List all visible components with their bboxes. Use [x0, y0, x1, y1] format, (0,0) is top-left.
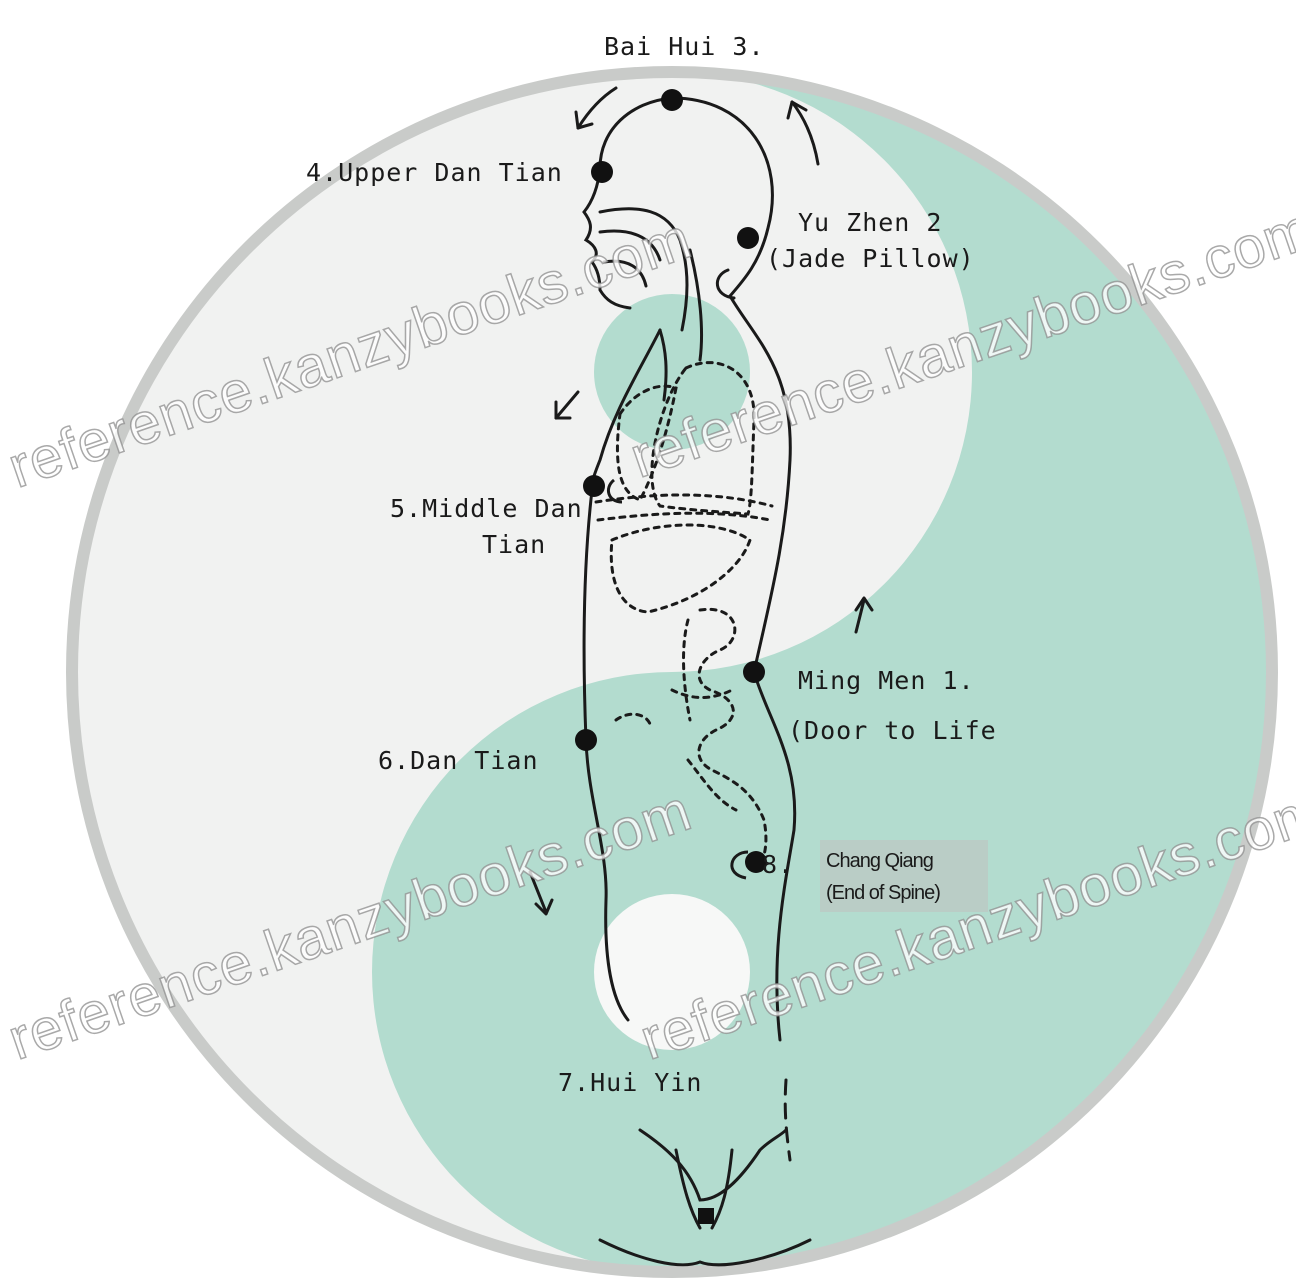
label-upper-dan-tian: 4.Upper Dan Tian — [306, 158, 563, 188]
acupoint-dot-icon — [591, 161, 613, 183]
label-dan-tian: 6.Dan Tian — [378, 746, 539, 776]
label-yu-zhen: Yu Zhen 2 — [798, 208, 942, 238]
acupoint-dot-icon — [583, 475, 605, 497]
label-end-of-spine: (End of Spine) — [826, 880, 940, 906]
acupoint-dot-icon — [698, 1208, 714, 1224]
label-bai-hui: Bai Hui 3. — [604, 32, 765, 62]
label-middle-dan-tian-cont: Tian — [482, 530, 546, 560]
label-chang-qiang-number: 8. — [762, 850, 794, 880]
acupoint-dot-icon — [743, 661, 765, 683]
label-jade-pillow: (Jade Pillow) — [766, 244, 975, 274]
label-hui-yin: 7.Hui Yin — [558, 1068, 702, 1098]
acupoint-dot-icon — [575, 729, 597, 751]
label-chang-qiang: Chang Qiang — [826, 848, 933, 874]
acupoint-dot-icon — [737, 227, 759, 249]
label-middle-dan-tian: 5.Middle Dan — [390, 494, 583, 524]
label-door-to-life: (Door to Life — [788, 716, 997, 746]
label-ming-men: Ming Men 1. — [798, 666, 975, 696]
acupoint-dot-icon — [661, 89, 683, 111]
